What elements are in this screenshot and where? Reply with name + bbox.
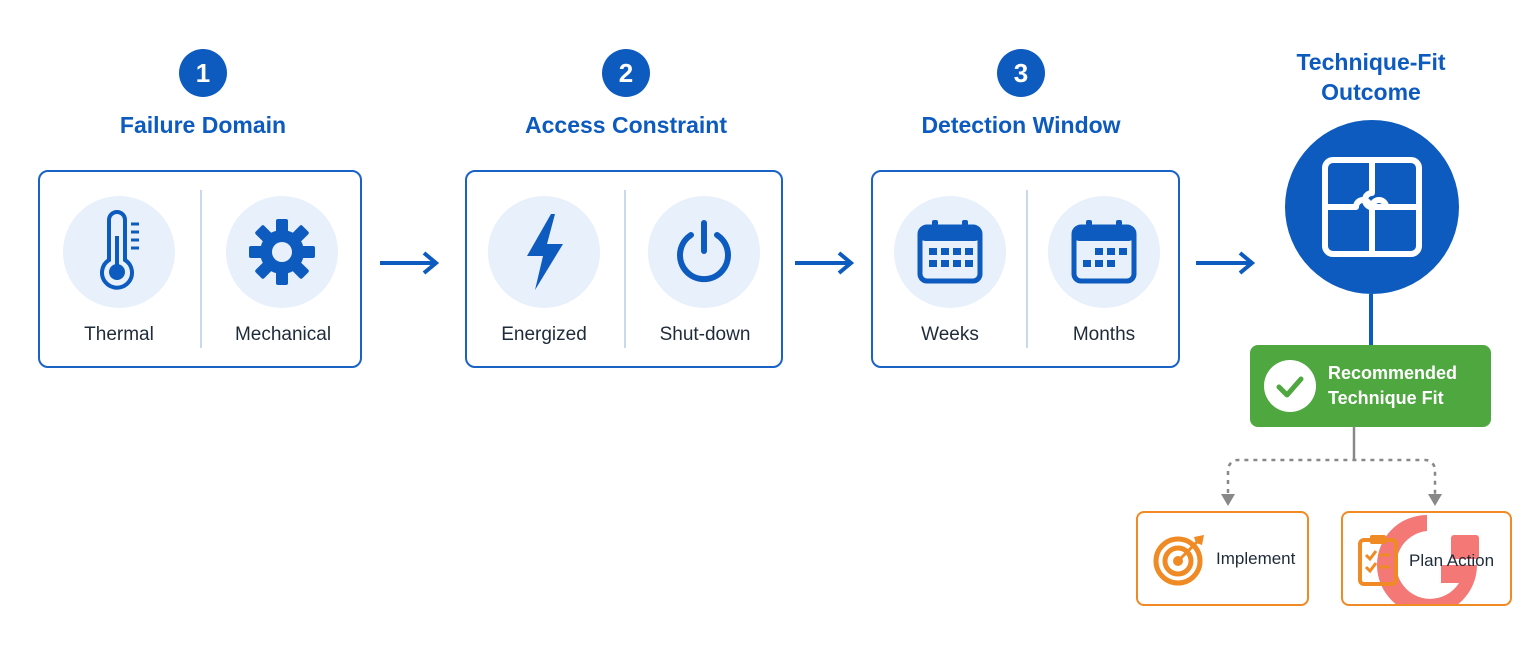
shutdown-option-icon-circle[interactable] <box>648 196 760 308</box>
power-icon <box>677 220 731 283</box>
step-1-number-badge: 1 <box>179 49 227 97</box>
thermometer-icon <box>100 210 139 290</box>
divider <box>1026 190 1028 348</box>
flow-arrow-1 <box>380 251 440 275</box>
months-option-icon-circle[interactable] <box>1048 196 1160 308</box>
outcome-icon-circle <box>1285 120 1459 294</box>
clipboard-checklist-icon <box>1358 535 1398 586</box>
thermal-option-icon-circle[interactable] <box>63 196 175 308</box>
option-label-mechanical: Mechanical <box>234 324 332 345</box>
flow-arrow-3 <box>1196 251 1256 275</box>
implement-label: Implement <box>1216 548 1296 568</box>
weeks-option-icon-circle[interactable] <box>894 196 1006 308</box>
lightning-bolt-icon <box>527 214 563 290</box>
step-3-title: Detection Window <box>921 112 1121 138</box>
implement-action-box[interactable]: Implement <box>1136 511 1309 606</box>
plan-action-label: Plan Action <box>1409 551 1495 570</box>
step-2-title: Access Constraint <box>525 112 727 138</box>
calendar-icon <box>917 220 983 284</box>
recommended-label: Recommended Technique Fit <box>1328 363 1458 408</box>
step-2-number-badge: 2 <box>602 49 650 97</box>
divider <box>200 190 202 348</box>
step-1-title: Failure Domain <box>119 112 287 138</box>
access-constraint-panel: Energized Shut-down <box>465 170 783 368</box>
outcome-title: Technique-Fit Outcome <box>1296 49 1446 105</box>
watermark-logo <box>1377 515 1479 604</box>
outcome-connector <box>1369 294 1373 346</box>
mechanical-option-icon-circle[interactable] <box>226 196 338 308</box>
gear-icon <box>249 219 315 285</box>
failure-domain-panel: Thermal Mechanical <box>38 170 362 368</box>
checkmark-icon <box>1276 376 1304 398</box>
option-label-shutdown: Shut-down <box>659 324 751 345</box>
puzzle-icon <box>1322 157 1422 257</box>
option-label-energized: Energized <box>501 324 587 345</box>
plan-action-box[interactable]: Plan Action <box>1341 511 1512 606</box>
check-circle <box>1264 360 1316 412</box>
step-3-number-badge: 3 <box>997 49 1045 97</box>
option-label-weeks: Weeks <box>921 324 979 345</box>
flow-arrow-2 <box>795 251 855 275</box>
recommended-technique-fit-box[interactable]: Recommended Technique Fit <box>1250 345 1491 427</box>
target-icon <box>1153 534 1204 585</box>
divider <box>624 190 626 348</box>
detection-window-panel: Weeks Months <box>871 170 1180 368</box>
calendar-icon <box>1071 220 1137 284</box>
option-label-months: Months <box>1072 324 1136 345</box>
option-label-thermal: Thermal <box>84 324 154 345</box>
branch-connectors <box>1221 426 1442 506</box>
energized-option-icon-circle[interactable] <box>488 196 600 308</box>
